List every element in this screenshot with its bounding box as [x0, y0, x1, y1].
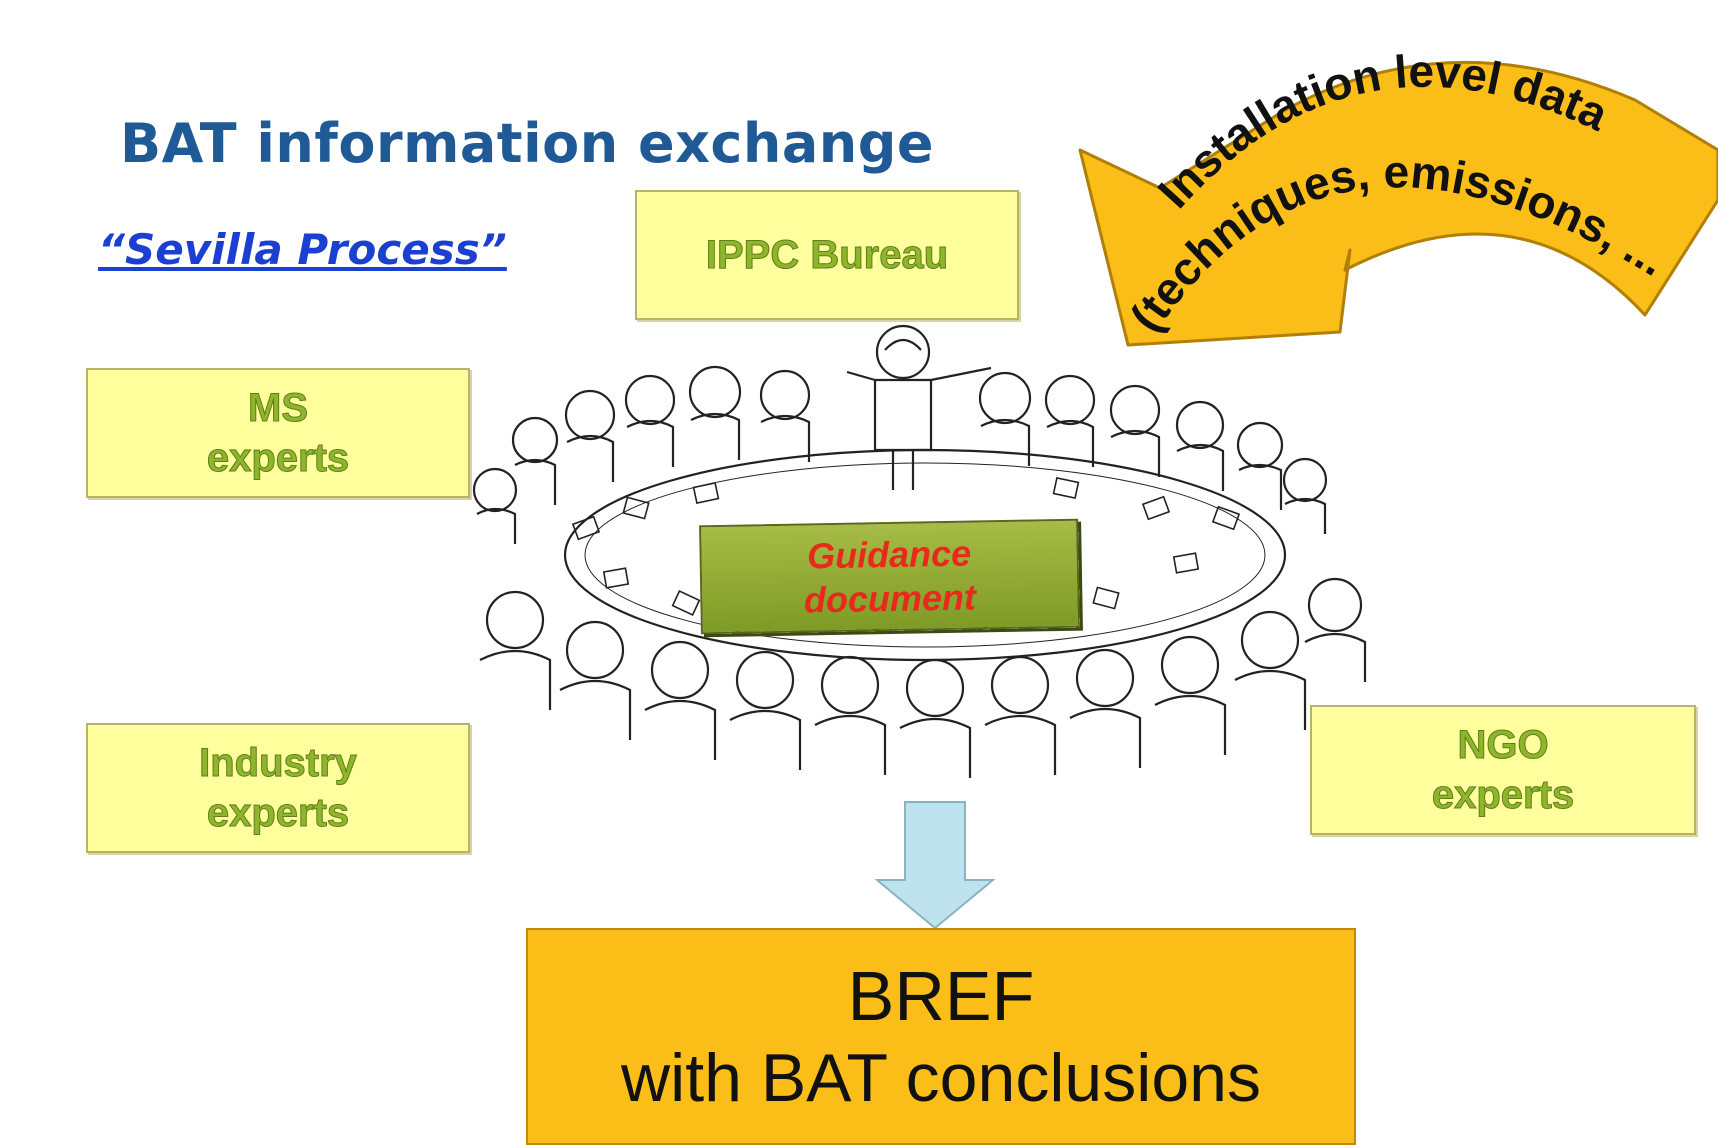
ippc-bureau-box: IPPC Bureau [635, 190, 1019, 320]
guidance-line2: document [803, 575, 977, 620]
ms-experts-line2: experts [206, 436, 350, 481]
ms-experts-line1: MS [248, 386, 309, 431]
far-side-attendees [472, 365, 1328, 544]
guidance-line1: Guidance [806, 532, 972, 577]
bref-subtitle: with BAT conclusions [621, 1039, 1261, 1116]
industry-experts-box: Industry experts [86, 723, 470, 853]
industry-experts-line2: experts [206, 791, 350, 836]
near-side-attendees [479, 577, 1367, 778]
speaker-figure [846, 324, 992, 490]
ippc-bureau-label: IPPC Bureau [705, 233, 949, 278]
bref-box: BREF with BAT conclusions [526, 928, 1356, 1145]
industry-experts-line1: Industry [199, 741, 358, 786]
ngo-experts-line1: NGO [1457, 723, 1549, 768]
diagram-title: BAT information exchange [120, 112, 935, 175]
ngo-experts-box: NGO experts [1310, 705, 1696, 835]
ngo-experts-line2: experts [1431, 773, 1575, 818]
meeting-table-illustration [472, 324, 1367, 778]
curved-arrow-shape [1078, 60, 1718, 347]
ms-experts-box: MS experts [86, 368, 470, 498]
installation-data-arrow: Installation level data (techniques, emi… [1070, 0, 1718, 347]
bref-title: BREF [847, 956, 1035, 1035]
down-arrow-icon [875, 801, 995, 930]
guidance-document: Guidance document [699, 518, 1080, 635]
sevilla-process-link[interactable]: “Sevilla Process” [98, 225, 507, 274]
